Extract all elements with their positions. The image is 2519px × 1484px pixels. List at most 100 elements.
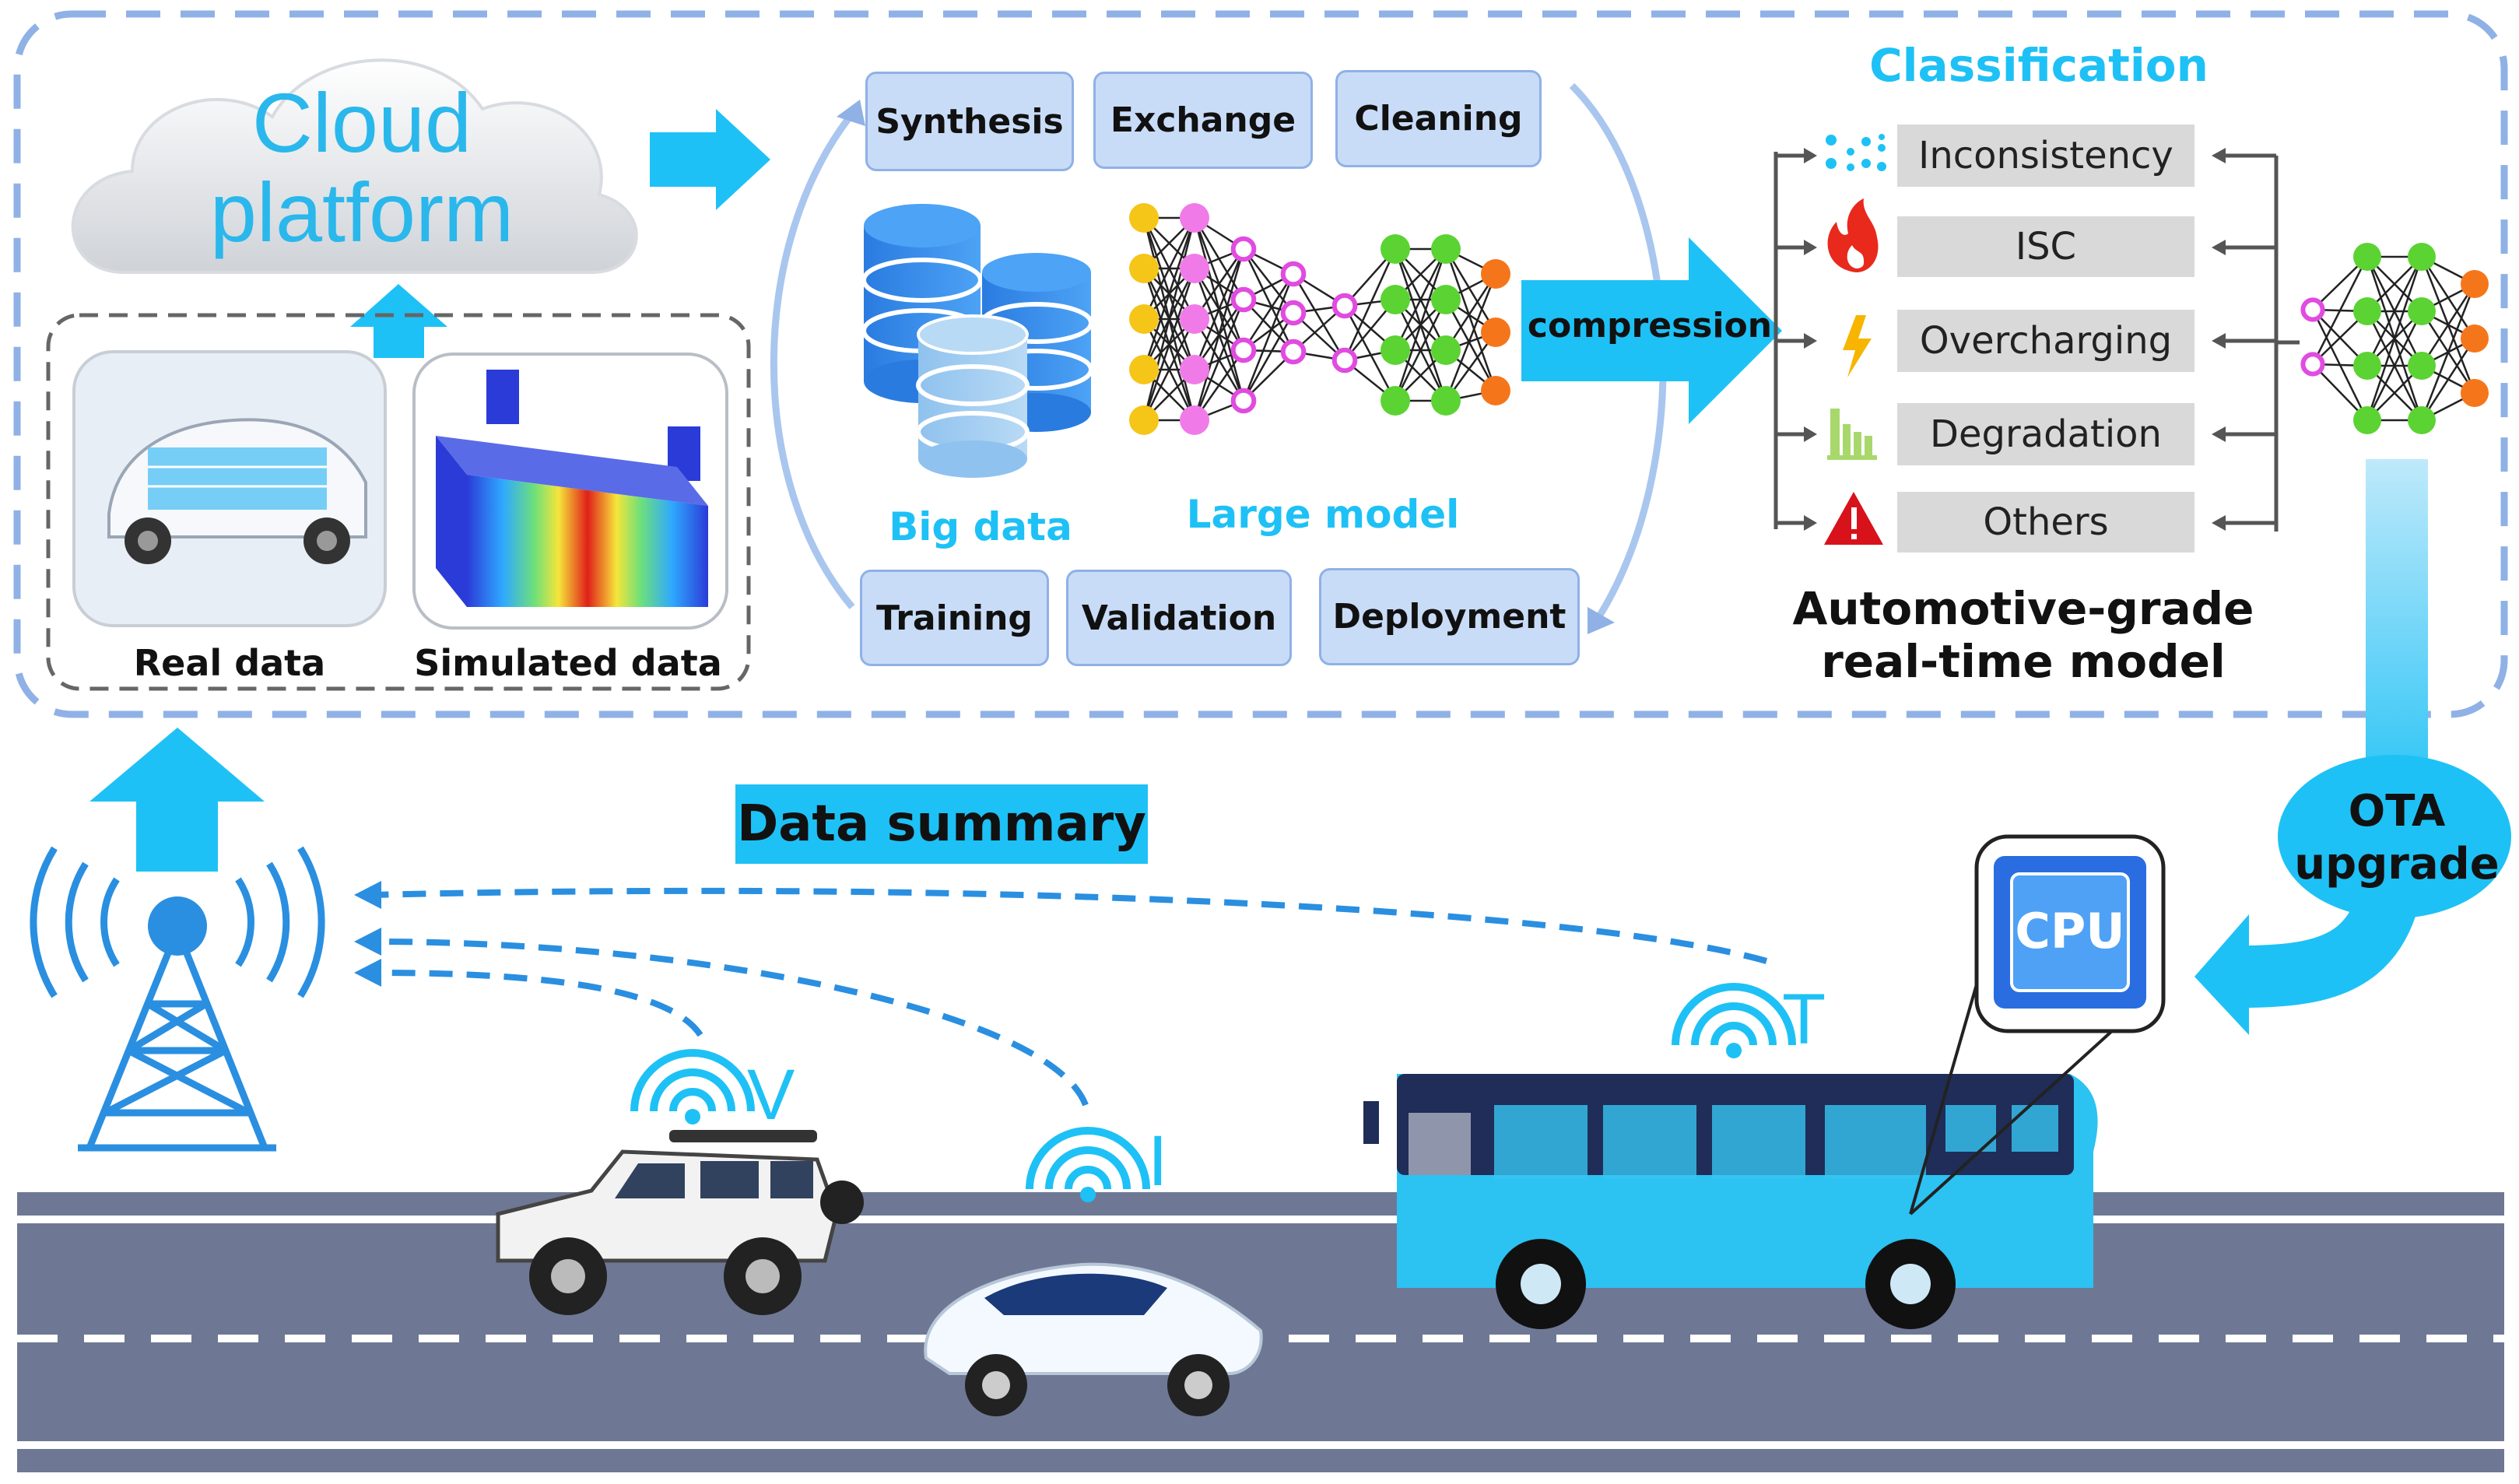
network-node [1180, 254, 1209, 283]
classification-bracket-right [2274, 156, 2300, 532]
network-edge [2420, 338, 2476, 421]
network-node [2408, 406, 2436, 434]
wifi-icon [1672, 983, 1796, 1058]
network-edge [1142, 217, 1196, 421]
big-data-label: Big data [889, 504, 1072, 549]
network-edge [1142, 268, 1196, 421]
wifi-icon [1026, 1127, 1150, 1202]
classification-output-arrows [2212, 148, 2276, 531]
bracket-arrowhead [2212, 148, 2226, 163]
network-edge [2366, 256, 2423, 421]
class-others: Others [1897, 492, 2194, 553]
network-edge [1193, 248, 1245, 421]
cloud-title-line1: Cloud [251, 75, 472, 170]
compression-label: compression [1527, 306, 1773, 346]
network-node [1431, 335, 1461, 365]
network-node [1129, 254, 1159, 283]
classification-title: Classification [1869, 39, 2209, 92]
suv-illustration [496, 1130, 864, 1315]
cloud-title-line2: platform [209, 165, 514, 259]
wifi-arc [630, 1049, 755, 1112]
class-degradation: Degradation [1897, 403, 2194, 465]
sources-border [46, 313, 751, 691]
wifi-arc [1672, 983, 1796, 1046]
network-node [1481, 259, 1510, 289]
road-bottom-band [17, 1449, 2504, 1472]
cpu-callout-line [1909, 984, 1978, 1215]
network-node [2353, 352, 2381, 380]
warning-icon [1824, 492, 1883, 545]
network-node [1230, 236, 1257, 262]
step-deployment: Deployment [1319, 568, 1580, 665]
wifi-dot [1080, 1187, 1096, 1202]
network-edge [2311, 256, 2369, 365]
network-node [1381, 386, 1410, 416]
wifi-arc [1065, 1166, 1111, 1190]
bus-illustration [1363, 1074, 2098, 1329]
ota-label-line2: upgrade [2294, 839, 2500, 889]
bracket-arrowhead [2212, 426, 2226, 442]
bar-chart-icon [1827, 409, 1877, 460]
realtime-model-network-icon [2300, 243, 2489, 434]
database-icon [861, 204, 1093, 478]
network-edge [1444, 273, 1497, 351]
network-edge [1242, 248, 1295, 353]
lightning-icon [1843, 315, 1872, 377]
network-node [1180, 405, 1209, 435]
bracket-arrowhead [2212, 240, 2226, 255]
network-edge [1242, 273, 1295, 351]
wifi-arc [1026, 1127, 1150, 1190]
step-synthesis: Synthesis [865, 72, 1074, 171]
network-node [2300, 297, 2325, 322]
vehicle-label-i: I [1148, 1121, 1168, 1201]
cycle-arc-right-head [1588, 607, 1615, 634]
network-edge [1444, 248, 1497, 391]
dots-icon [1826, 134, 1886, 171]
network-node [1431, 285, 1461, 314]
network-node [1280, 300, 1307, 326]
network-edge [1142, 217, 1196, 320]
network-edge [1193, 248, 1245, 370]
up-arrow-to-cloud-region [89, 728, 265, 872]
step-validation: Validation [1066, 570, 1292, 666]
sedan-illustration [924, 1262, 1263, 1416]
bracket-arrowhead [2212, 333, 2226, 349]
network-node [2408, 297, 2436, 325]
data-summary-label: Data summary [735, 784, 1148, 864]
network-node [1280, 261, 1307, 287]
heatmap-block-illustration [436, 370, 708, 607]
wifi-arc [1691, 1002, 1777, 1046]
network-node [1129, 355, 1159, 384]
network-node [1431, 386, 1461, 416]
network-node [2461, 325, 2489, 353]
bracket-arrowhead [1804, 240, 1817, 255]
wifi-arc [669, 1088, 716, 1112]
network-node [1180, 304, 1209, 334]
ota-bubble [2278, 755, 2511, 918]
step-cleaning: Cleaning [1335, 70, 1542, 167]
fire-icon [1827, 198, 1879, 272]
wifi-dot [1726, 1043, 1742, 1058]
cycle-arc-left-head [837, 100, 865, 126]
network-node [1129, 304, 1159, 334]
cloud-region-border [13, 10, 2508, 718]
network-edge [1394, 299, 1447, 402]
bracket-arrowhead [1804, 333, 1817, 349]
wifi-dot [685, 1109, 700, 1124]
network-edge [1444, 299, 1497, 391]
arrow-to-pipeline [650, 109, 770, 210]
class-inconsistency: Inconsistency [1897, 125, 2194, 187]
cpu-chip-icon [1994, 856, 2146, 1009]
simulated-data-label: Simulated data [414, 642, 722, 684]
wifi-arc [650, 1068, 735, 1112]
class-isc: ISC [1897, 216, 2194, 277]
cell-tower-icon [30, 846, 325, 1152]
large-model-label: Large model [1186, 492, 1460, 537]
network-node [1331, 293, 1358, 319]
network-node [1129, 203, 1159, 233]
network-edge [1142, 318, 1196, 421]
bracket-arrowhead [1804, 148, 1817, 163]
network-node [1280, 339, 1307, 365]
